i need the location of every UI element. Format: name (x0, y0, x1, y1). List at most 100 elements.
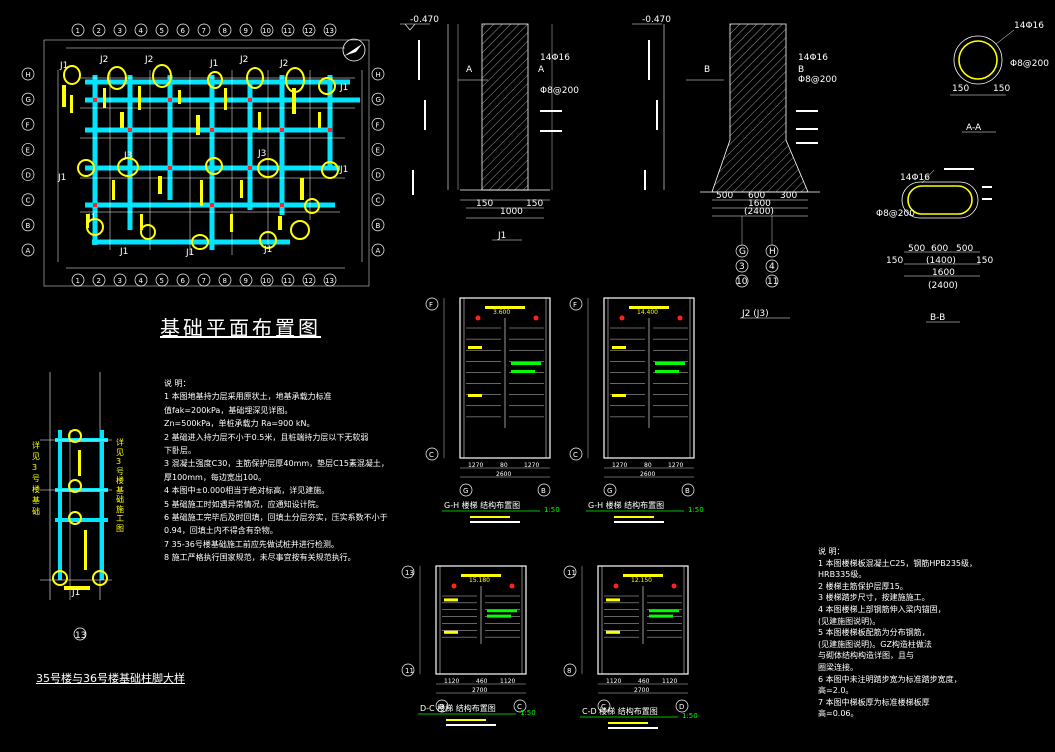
axis-label: G (376, 96, 381, 104)
svg-text:J1: J1 (119, 247, 128, 257)
axis-bubble (371, 168, 385, 181)
axis-label: A (26, 247, 31, 255)
j1-stirrup: Φ8@200 (540, 86, 579, 96)
note-line: 4 本图楼梯上部钢筋伸入梁内锚固， (818, 604, 946, 614)
note-line: 1 本图地基持力层采用原状土，地基承载力标准 (164, 392, 332, 402)
note-line: 5 基础施工时如遇异常情况，应通知设计院。 (164, 499, 324, 509)
j2-mark-b-right: B (798, 65, 804, 75)
bb-dim-top-2: 600 (931, 244, 948, 254)
j1-dim-mid: 1000 (500, 207, 523, 217)
bb-stirrup: Φ8@200 (876, 209, 915, 219)
svg-text:J1: J1 (87, 213, 96, 223)
svg-text:J2: J2 (99, 55, 108, 65)
north-arrow-icon (342, 38, 366, 62)
svg-text:J1: J1 (185, 248, 194, 258)
aa-dim-right: 150 (993, 84, 1010, 94)
detail-bottom-label: J1 (71, 588, 80, 598)
axis-label: 13 (325, 277, 334, 285)
stair-elevation: 12.150 (631, 577, 652, 584)
stair-axis-left: D (439, 703, 444, 711)
section-aa: 14Φ16 Φ8@200 150 150 A-A (950, 21, 1049, 133)
notes-main: 说 明： 1 本图地基持力层采用原状土，地基承载力标准 值fak=200kPa，… (164, 377, 389, 565)
bb-dim-mid-1: 150 (886, 256, 903, 266)
note-line: 3 混凝土强度C30，主筋保护层厚40mm，垫层C15素混凝土， (164, 459, 389, 469)
bb-dim-bottom-2: (2400) (928, 281, 958, 291)
note-line: 1 本图楼梯板混凝土C25，钢筋HPB235级， (818, 558, 977, 568)
axis-bubble (218, 23, 232, 37)
axis-bubble (92, 23, 106, 37)
j1-elevation: -0.470 (410, 15, 439, 25)
stair-dim: 1120 (662, 678, 677, 685)
svg-text:J1: J1 (263, 245, 272, 255)
j1-mark-a-left: A (466, 65, 473, 75)
note-line: HRB335级。 (818, 570, 867, 580)
stair-scale: 1:50 (520, 709, 536, 717)
axis-label: 3 (118, 277, 122, 285)
section-j2: -0.470 B B 14Φ16 Φ8@200 500 600 300 1600… (632, 15, 837, 319)
axis-bubble (371, 92, 385, 106)
axis-bubble (239, 273, 253, 287)
note-line: 高=2.0。 (818, 686, 854, 696)
notes-right: 说 明： 1 本图楼梯板混凝土C25，钢筋HPB235级， HRB335级。2 … (818, 546, 977, 720)
axis-label: 3 (118, 27, 122, 35)
axis-label: 11 (283, 277, 292, 285)
svg-text:J3: J3 (257, 149, 266, 159)
j2-axis-10: 10 (736, 277, 748, 287)
bb-dim-top-3: 500 (956, 244, 973, 254)
bb-rebar: 14Φ16 (900, 173, 930, 183)
stair-axis-bottom: C (573, 451, 578, 459)
column-detail: 13 J1 (40, 372, 112, 641)
axis-bubble (21, 168, 35, 181)
bb-dim-top-1: 500 (908, 244, 925, 254)
axis-bubble (239, 23, 253, 37)
axis-label: 7 (202, 277, 206, 285)
axis-bubble (176, 23, 190, 37)
stair-axis-left: G (463, 487, 468, 495)
axis-label: 9 (244, 277, 248, 285)
note-line: 2 楼梯主筋保护层厚15。 (818, 581, 908, 591)
axis-label: 4 (139, 27, 144, 35)
axis-bubble (197, 23, 211, 37)
axis-label: 6 (181, 27, 186, 35)
j2-name: J2 (J3) (741, 309, 769, 319)
detail-axis-label: 13 (75, 631, 86, 641)
j2-axis-11: 11 (767, 277, 778, 287)
axis-label: 9 (244, 27, 248, 35)
axis-bubble (371, 143, 385, 156)
stair-axis-bottom: 8 (567, 667, 571, 675)
axis-bubble (134, 23, 148, 37)
axis-bubble (323, 273, 337, 287)
j2-dim-5: (2400) (744, 207, 774, 217)
stair-dim: 460 (638, 678, 650, 685)
axis-bubble (21, 67, 35, 81)
axis-label: D (376, 172, 381, 180)
axis-bubble (260, 273, 274, 287)
axis-bubble (218, 273, 232, 287)
j2-mark-b-left: B (704, 65, 710, 75)
note-line: 高=0.06。 (818, 709, 859, 719)
stair-elevation: 14.400 (637, 309, 658, 316)
axis-label: C (26, 197, 31, 205)
note-line: Zn=500kPa，单桩承载力 Ra=900 kN。 (164, 419, 315, 429)
axis-bubble (371, 243, 385, 257)
j2-axis-4: 4 (769, 262, 775, 272)
axis-bubble (323, 23, 337, 37)
note-line: 圈梁连接。 (818, 662, 858, 672)
svg-text:J2: J2 (239, 55, 248, 65)
stair-dim: 1270 (612, 462, 627, 469)
axis-bubble (371, 218, 385, 232)
stair-dim: 460 (476, 678, 488, 685)
note-line: 7 本图中梯板厚为标准楼梯板厚 (818, 697, 930, 707)
axis-label: 12 (304, 277, 313, 285)
axis-label: 6 (181, 277, 186, 285)
j2-rebar: 14Φ16 (798, 53, 828, 63)
axis-bubble (155, 23, 169, 37)
axis-bubble (302, 273, 316, 287)
axis-label: 8 (223, 27, 227, 35)
axis-label: B (376, 222, 381, 230)
j2-dim-1: 500 (716, 191, 733, 201)
stair-axis-bottom: C (429, 451, 434, 459)
